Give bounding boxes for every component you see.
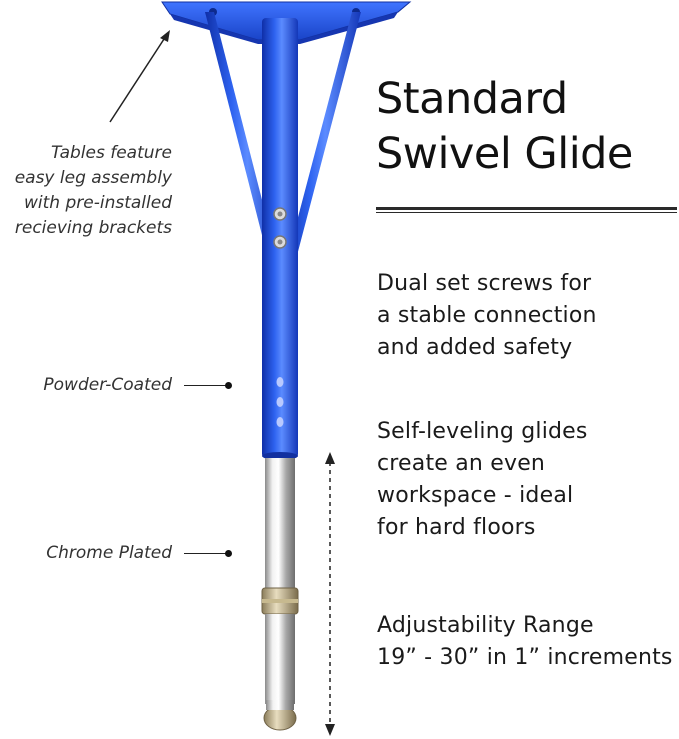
title-divider-thin [376, 212, 677, 213]
chrome-plated-tube [265, 458, 295, 588]
feature-self-leveling: Self-leveling glides create an even work… [377, 419, 588, 540]
feature-adjustability: Adjustability Range 19” - 30” in 1” incr… [377, 613, 673, 670]
feature-set-screws: Dual set screws for a stable connection … [377, 271, 597, 360]
set-screws [273, 207, 287, 249]
title-divider [376, 207, 677, 210]
callout-chrome-plated: Chrome Plated [46, 543, 172, 563]
adjustment-holes [276, 377, 284, 427]
chrome-plated-marker [225, 550, 232, 557]
glide-stem [265, 614, 295, 704]
title-line-1: Standard [376, 74, 568, 124]
callout-brackets: Tables feature easy leg assembly with pr… [14, 143, 172, 238]
bracket-callout-arrow [109, 30, 170, 123]
page-title: Standard Swivel Glide [376, 72, 633, 182]
callout-powder-coated: Powder-Coated [43, 375, 172, 395]
adjustability-range-arrow [325, 452, 335, 736]
powder-coated-leader [184, 385, 228, 386]
powder-coated-marker [225, 382, 232, 389]
title-line-2: Swivel Glide [376, 129, 633, 179]
chrome-plated-leader [184, 553, 228, 554]
